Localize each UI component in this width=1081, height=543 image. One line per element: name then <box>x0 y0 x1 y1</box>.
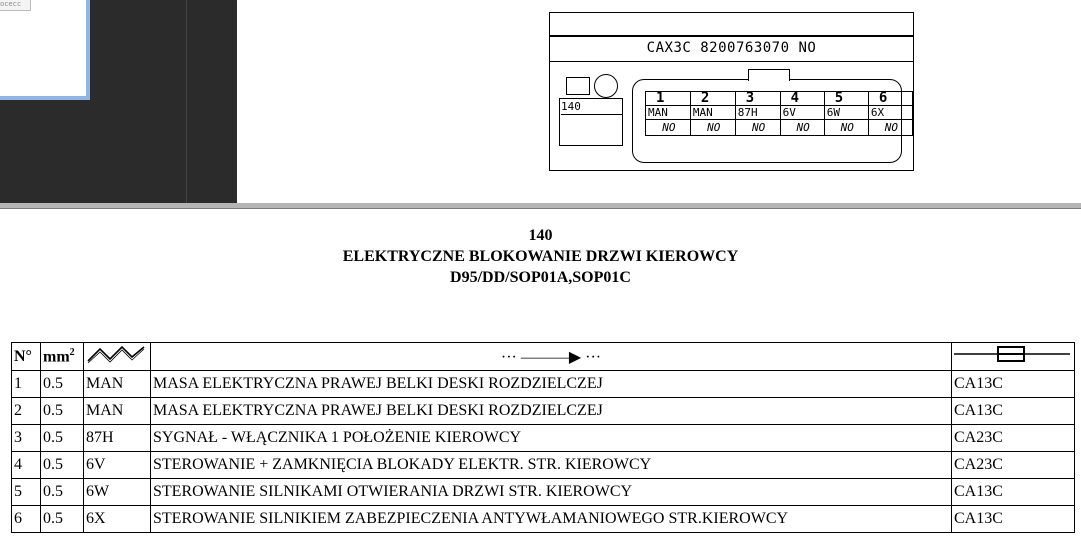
row-mm2: 0.5 <box>40 424 84 452</box>
row-code: MAN <box>83 370 151 398</box>
wire-table-body: 1 0.5 MAN MASA ELEKTRYCZNA PRAWEJ BELKI … <box>11 370 1075 533</box>
connector-rule <box>550 61 913 62</box>
table-row[interactable]: 2 0.5 MAN MASA ELEKTRYCZNA PRAWEJ BELKI … <box>11 397 1075 425</box>
row-description: MASA ELEKTRYCZNA PRAWEJ BELKI DESKI ROZD… <box>150 397 952 425</box>
row-description: STEROWANIE SILNIKAMI OTWIERANIA DRZWI ST… <box>150 478 952 506</box>
row-connector: CA13C <box>951 370 1075 398</box>
row-no: 5 <box>11 478 41 506</box>
row-connector: CA23C <box>951 424 1075 452</box>
connector-key-rect <box>566 77 590 95</box>
table-row[interactable]: 5 0.5 6W STEROWANIE SILNIKAMI OTWIERANIA… <box>11 478 1075 506</box>
pane-splitter[interactable] <box>0 203 1081 209</box>
page-thumbnail[interactable]: ocecc <box>0 0 90 100</box>
connector-reference: 140 <box>561 100 622 115</box>
title-variants: D95/DD/SOP01A,SOP01C <box>450 269 631 286</box>
row-mm2: 0.5 <box>40 478 84 506</box>
pin-number: 3 <box>734 91 781 106</box>
row-no: 4 <box>11 451 41 479</box>
row-connector: CA23C <box>951 451 1075 479</box>
row-mm2: 0.5 <box>40 505 84 533</box>
pin-code: 87H <box>734 105 781 120</box>
table-row[interactable]: 6 0.5 6X STEROWANIE SILNIKIEM ZABEZPIECZ… <box>11 505 1075 533</box>
row-code: 6V <box>83 451 151 479</box>
pin-state: NO <box>823 119 869 136</box>
pin-state: NO <box>689 119 736 136</box>
header-direction: ··· ———▶ ··· <box>150 342 952 371</box>
pin-code: MAN <box>689 105 736 120</box>
row-description: STEROWANIE SILNIKIEM ZABEZPIECZENIA ANTY… <box>150 505 952 533</box>
pin-number: 1 <box>645 91 691 106</box>
pin-code: 6X <box>867 105 914 120</box>
header-mm2: mm2 <box>40 342 84 371</box>
pin-code: 6W <box>823 105 869 120</box>
row-connector: CA13C <box>951 397 1075 425</box>
row-description: STEROWANIE + ZAMKNIĘCIA BLOKADY ELEKTR. … <box>150 451 952 479</box>
row-code: 87H <box>83 424 151 452</box>
table-row[interactable]: 3 0.5 87H SYGNAŁ - WŁĄCZNIKA 1 POŁOŻENIE… <box>11 424 1075 452</box>
thumbnail-sidebar[interactable]: ocecc <box>0 0 237 203</box>
title-name: ELEKTRYCZNE BLOKOWANIE DRZWI KIEROWCY <box>342 248 739 265</box>
row-no: 6 <box>11 505 41 533</box>
document-viewer: ocecc CAX3C 8200763070 NO 140 1 2 3 4 5 … <box>0 0 1081 203</box>
pin-number: 5 <box>823 91 869 106</box>
pin-state: NO <box>779 119 825 136</box>
table-header-row: N° mm2 ··· ———▶ ··· <box>11 342 1075 371</box>
connector-latch-tab <box>748 69 790 81</box>
pin-code: MAN <box>645 105 691 120</box>
sidebar-divider <box>186 0 187 203</box>
table-row[interactable]: 4 0.5 6V STEROWANIE + ZAMKNIĘCIA BLOKADY… <box>11 451 1075 479</box>
row-mm2: 0.5 <box>40 370 84 398</box>
row-connector: CA13C <box>951 478 1075 506</box>
connector-pin-grid: 1 2 3 4 5 6 MAN MAN 87H 6V 6W 6X NO NO N… <box>645 91 914 136</box>
connector-key-circle <box>594 74 618 98</box>
connector-drawing: CAX3C 8200763070 NO 140 1 2 3 4 5 6 MAN … <box>549 12 914 171</box>
wire-table: N° mm2 ··· ———▶ ··· 1 0.5 MAN MASA ELEKT… <box>11 342 1075 533</box>
row-no: 3 <box>11 424 41 452</box>
document-title: 140 ELEKTRYCZNE BLOKOWANIE DRZWI KIEROWC… <box>0 225 1081 288</box>
pin-number: 6 <box>867 91 914 106</box>
table-row[interactable]: 1 0.5 MAN MASA ELEKTRYCZNA PRAWEJ BELKI … <box>11 370 1075 398</box>
row-description: MASA ELEKTRYCZNA PRAWEJ BELKI DESKI ROZD… <box>150 370 952 398</box>
connector-reference-box: 140 <box>559 98 623 146</box>
row-mm2: 0.5 <box>40 397 84 425</box>
pin-state: NO <box>867 119 914 136</box>
row-connector: CA13C <box>951 505 1075 533</box>
thumbnail-text: ocecc <box>0 0 31 11</box>
wire-zigzag-icon <box>83 342 151 371</box>
pin-code: 6V <box>779 105 825 120</box>
pin-number: 2 <box>689 91 736 106</box>
title-number: 140 <box>528 227 553 244</box>
pin-state: NO <box>734 119 781 136</box>
connector-header-box <box>550 13 913 37</box>
row-code: MAN <box>83 397 151 425</box>
pin-number: 4 <box>779 91 825 106</box>
connector-code: CAX3C 8200763070 NO <box>646 40 817 56</box>
row-mm2: 0.5 <box>40 451 84 479</box>
row-no: 2 <box>11 397 41 425</box>
row-description: SYGNAŁ - WŁĄCZNIKA 1 POŁOŻENIE KIEROWCY <box>150 424 952 452</box>
connector-plug-icon <box>951 342 1075 371</box>
row-no: 1 <box>11 370 41 398</box>
row-code: 6W <box>83 478 151 506</box>
row-code: 6X <box>83 505 151 533</box>
pin-state: NO <box>645 119 691 136</box>
header-no: N° <box>11 342 41 371</box>
